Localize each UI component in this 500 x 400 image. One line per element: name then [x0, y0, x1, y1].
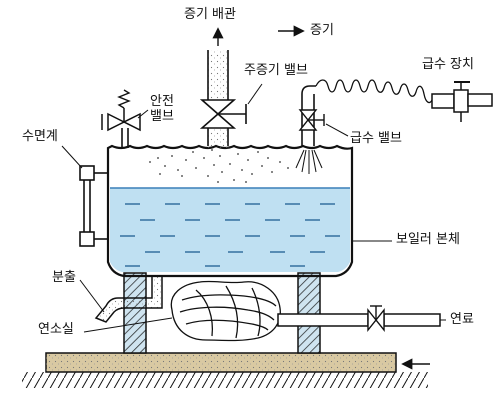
safety-valve-label-line1: 안전 — [150, 94, 174, 109]
steam-label: 증기 — [310, 23, 334, 38]
leader-feedwater-valve — [325, 123, 349, 137]
safety-valve-label-line2: 밸브 — [150, 108, 174, 124]
leader-main-valve — [247, 83, 263, 105]
leader-water-gauge — [61, 145, 83, 169]
main-steam-valve-icon — [199, 99, 247, 129]
safety-valve — [101, 89, 141, 148]
left-pillar — [123, 272, 147, 354]
boiler-body-label: 보일러 본체 — [396, 232, 460, 247]
steam-spray — [149, 147, 289, 183]
steam-pipe — [207, 50, 229, 148]
steam-pipe-label: 증기 배관 — [184, 7, 236, 22]
faucet-icon — [431, 81, 493, 122]
fuel-pipe — [277, 305, 441, 332]
leader-blowdown — [79, 279, 105, 313]
water-gauge-label: 수면계 — [22, 129, 58, 144]
right-pillar — [297, 272, 321, 354]
furnace-flame — [170, 280, 281, 342]
spring-icon — [117, 89, 131, 109]
water-gauge — [79, 165, 108, 247]
blowdown-pipe — [94, 275, 163, 323]
feedwater-spray — [295, 149, 323, 174]
leader-safety-valve — [137, 109, 149, 119]
fuel-label: 연료 — [450, 312, 474, 327]
boiler-body — [106, 144, 354, 278]
feedwater-pipe — [298, 85, 325, 146]
flexible-hose — [315, 79, 433, 104]
leader-furnace — [83, 317, 173, 333]
furnace-label: 연소실 — [38, 322, 74, 337]
blowdown-label: 분출 — [52, 270, 76, 285]
feedwater-valve-label: 급수 밸브 — [350, 131, 402, 146]
ground-hatching — [22, 372, 428, 388]
main-steam-valve-label: 주증기 밸브 — [244, 63, 308, 78]
feedwater-device-label: 급수 장치 — [422, 57, 474, 72]
safety-valve-label: 안전 밸브 — [150, 94, 174, 125]
